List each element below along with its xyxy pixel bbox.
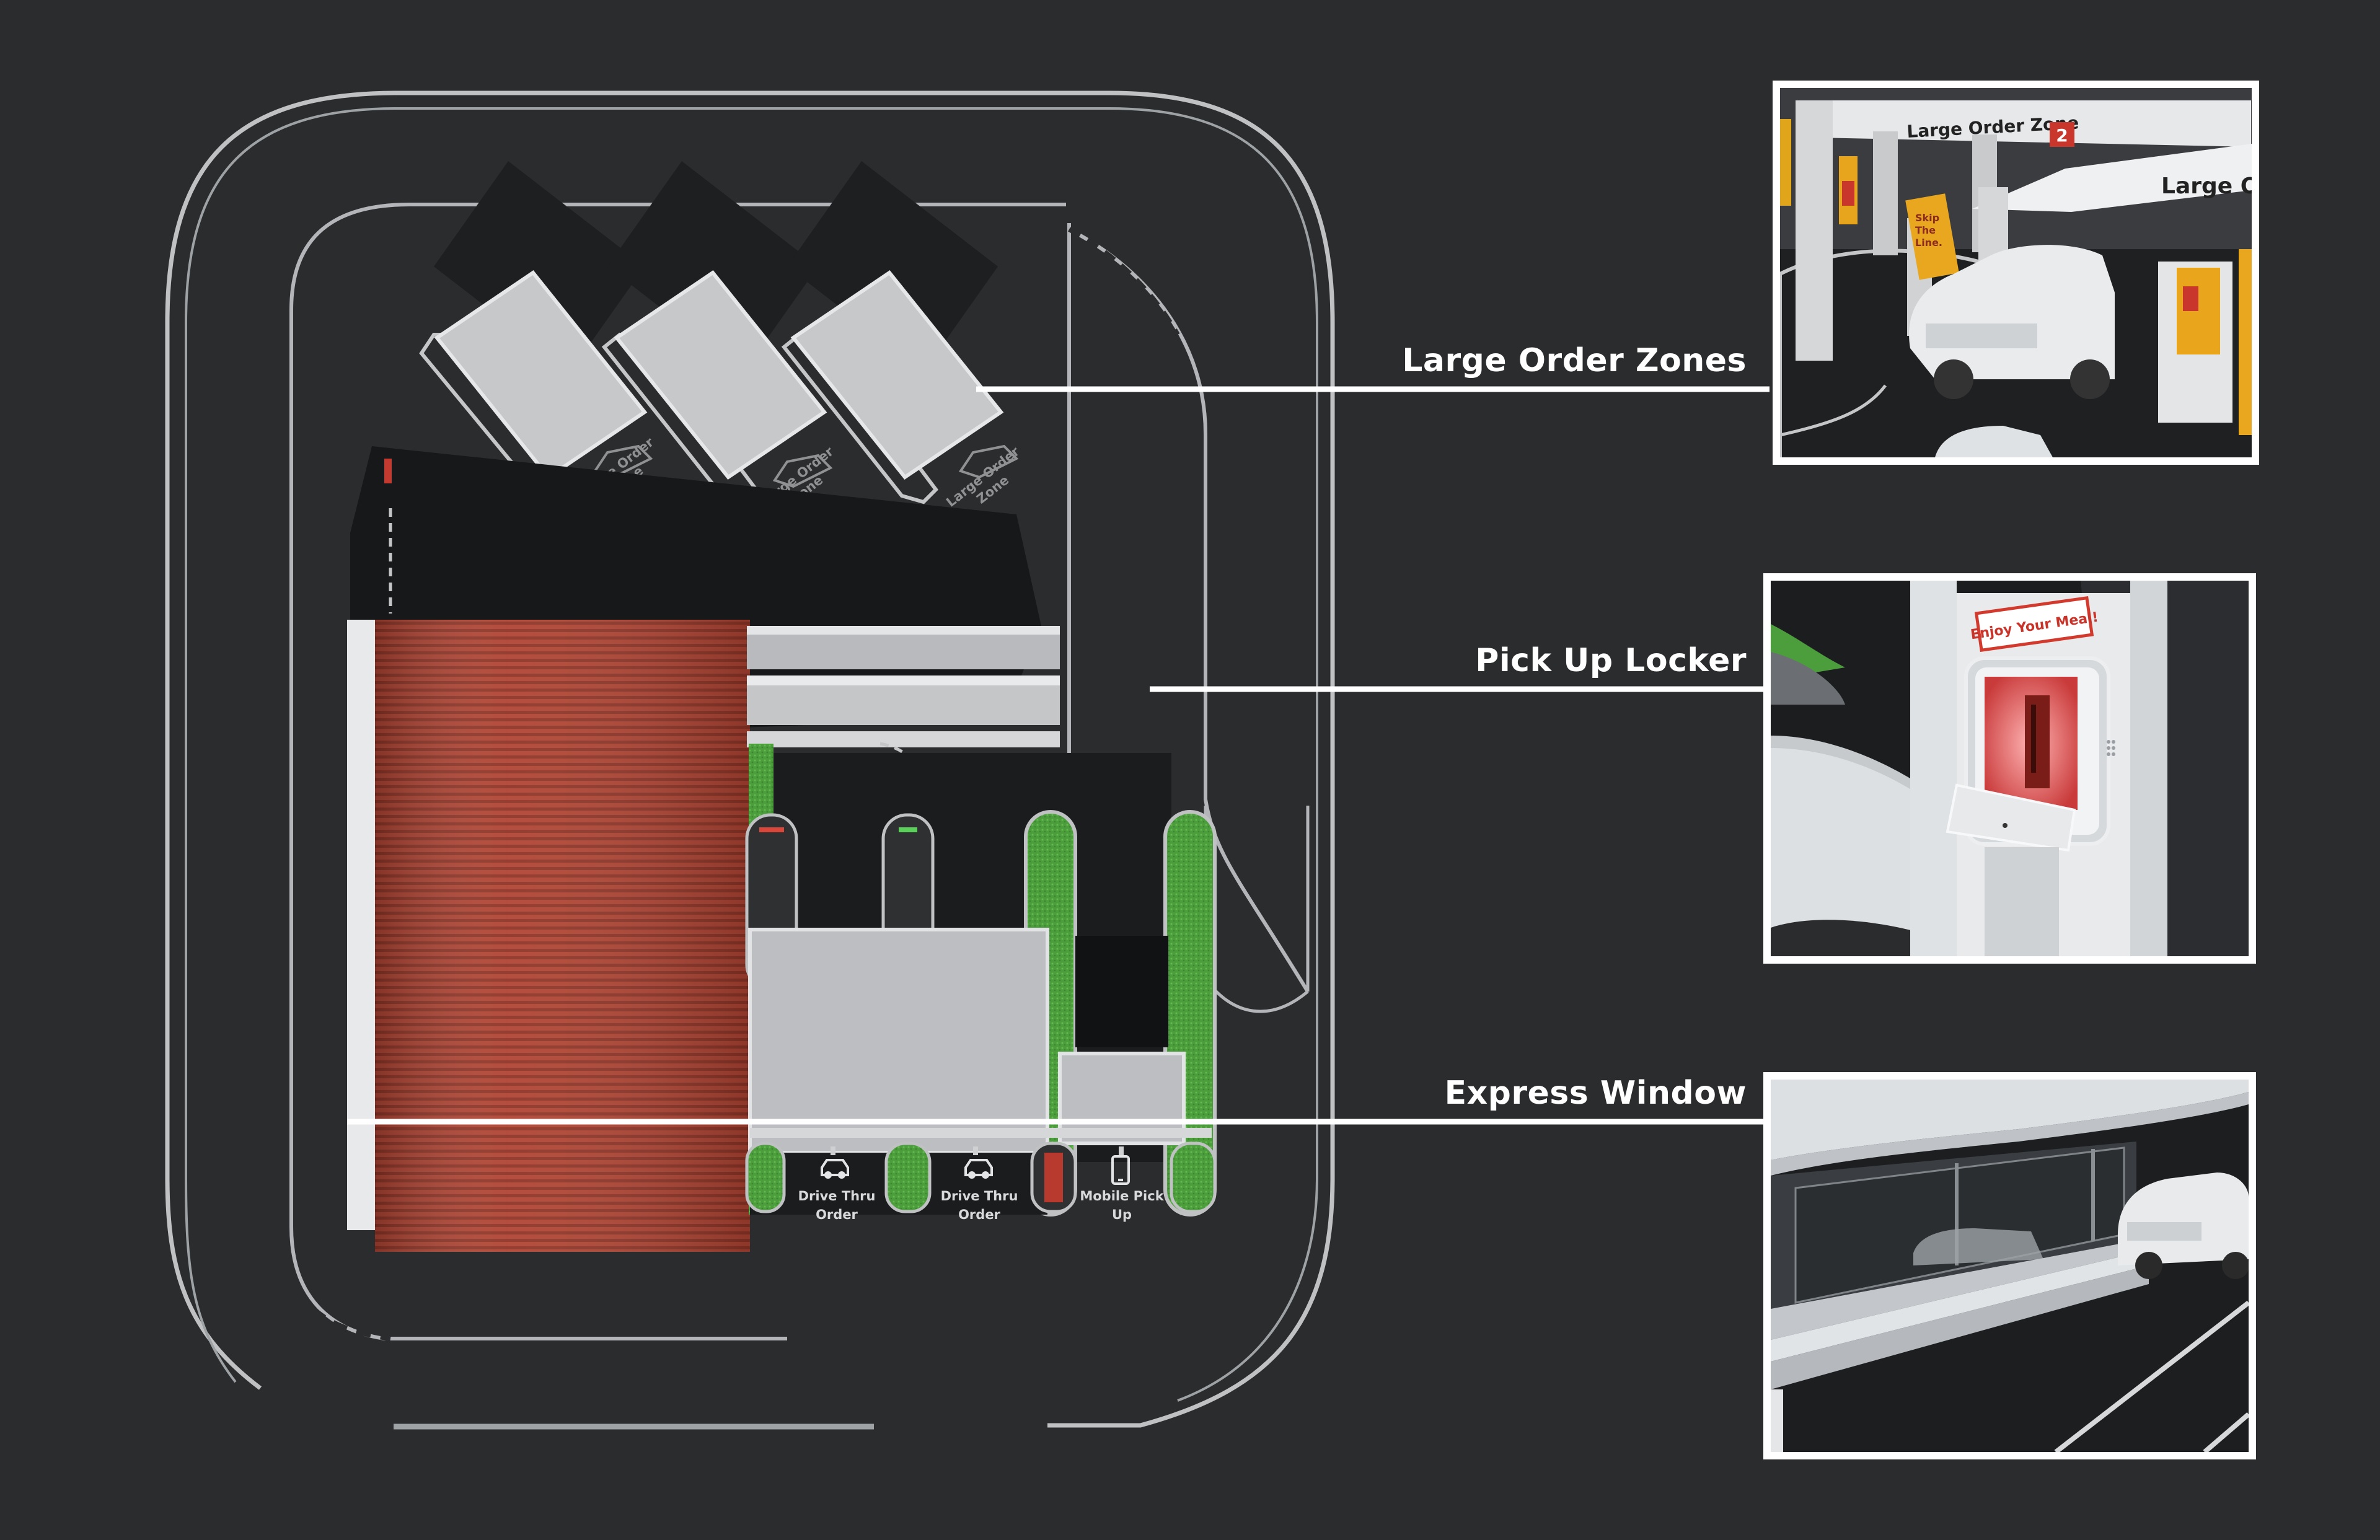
site-plan: Large Order Zone Large Order Zone Large … (165, 90, 1335, 1430)
large-order-sign2-text: Large Or (2161, 174, 2270, 199)
outer-road-line-2 (185, 107, 1318, 1402)
car-icon (821, 1159, 849, 1179)
express-car (2118, 1173, 2249, 1265)
car-icon (964, 1159, 993, 1179)
lane-island-c-red (1044, 1153, 1063, 1202)
lane-2-label: Drive Thru Order (941, 1146, 1018, 1222)
kiosk-text-1: Skip (1915, 212, 1939, 224)
lane-bar (750, 1128, 1212, 1138)
canopy-2 (614, 270, 827, 480)
callout-lines (347, 386, 1770, 1125)
indicator-2 (899, 827, 917, 832)
large-order-canopies (434, 270, 1004, 480)
lane-island-a (745, 1142, 786, 1213)
indicator-1 (759, 827, 784, 832)
locker-sign-board (1974, 596, 2094, 653)
lane-1-line2: Order (816, 1207, 858, 1222)
restaurant-roof-shade (375, 620, 750, 1252)
lane-3-line1: Mobile Pick (1080, 1189, 1164, 1203)
callout-large-order-zones: Large Order Zones (1402, 342, 1747, 379)
building-side-strip (347, 620, 378, 1230)
kiosk-text-3: Line. (1915, 237, 1942, 249)
inset-large-order-zones: Large Order Zone 2 Skip The Line. Large … (1773, 81, 2270, 465)
phone-icon (1111, 1155, 1130, 1185)
canopy-3 (790, 270, 1004, 480)
inner-road-line (289, 203, 1066, 1227)
locker-tray (1946, 783, 2076, 852)
lane-1-label: Drive Thru Order (798, 1146, 876, 1222)
lane-line-right-2 (1068, 227, 1310, 993)
pickup-locker-structure (747, 626, 1060, 747)
lane-dashed-curve (1068, 227, 1180, 336)
lane-3-line2: Up (1112, 1207, 1132, 1222)
outer-road-line (165, 90, 1335, 1428)
inset-express-window (1763, 1072, 2256, 1459)
canopy-1 (434, 270, 648, 480)
mobile-booth-shadow (1075, 936, 1168, 1047)
lane-1-line1: Drive Thru (798, 1189, 876, 1203)
lane-2-line2: Order (958, 1207, 1000, 1222)
lane-3-label: Mobile Pick Up (1080, 1146, 1165, 1222)
kiosk-text-2: The (1915, 224, 1936, 236)
canopy-shadows (434, 161, 998, 372)
lane-island-b (884, 1142, 932, 1213)
lane-2-line1: Drive Thru (941, 1189, 1018, 1203)
callout-express-window: Express Window (1444, 1075, 1747, 1112)
large-order-sign-badge (2050, 122, 2074, 147)
inner-dashed-overlay (295, 1287, 391, 1341)
large-order-sign-number: 2 (2056, 125, 2068, 146)
express-building (748, 928, 1049, 1155)
callout-pick-up-locker: Pick Up Locker (1475, 642, 1747, 679)
inset-pick-up-locker: Enjoy Your Meal! (1763, 573, 2256, 964)
lane-island-d (1170, 1142, 1217, 1213)
exhaust-red (384, 459, 392, 483)
